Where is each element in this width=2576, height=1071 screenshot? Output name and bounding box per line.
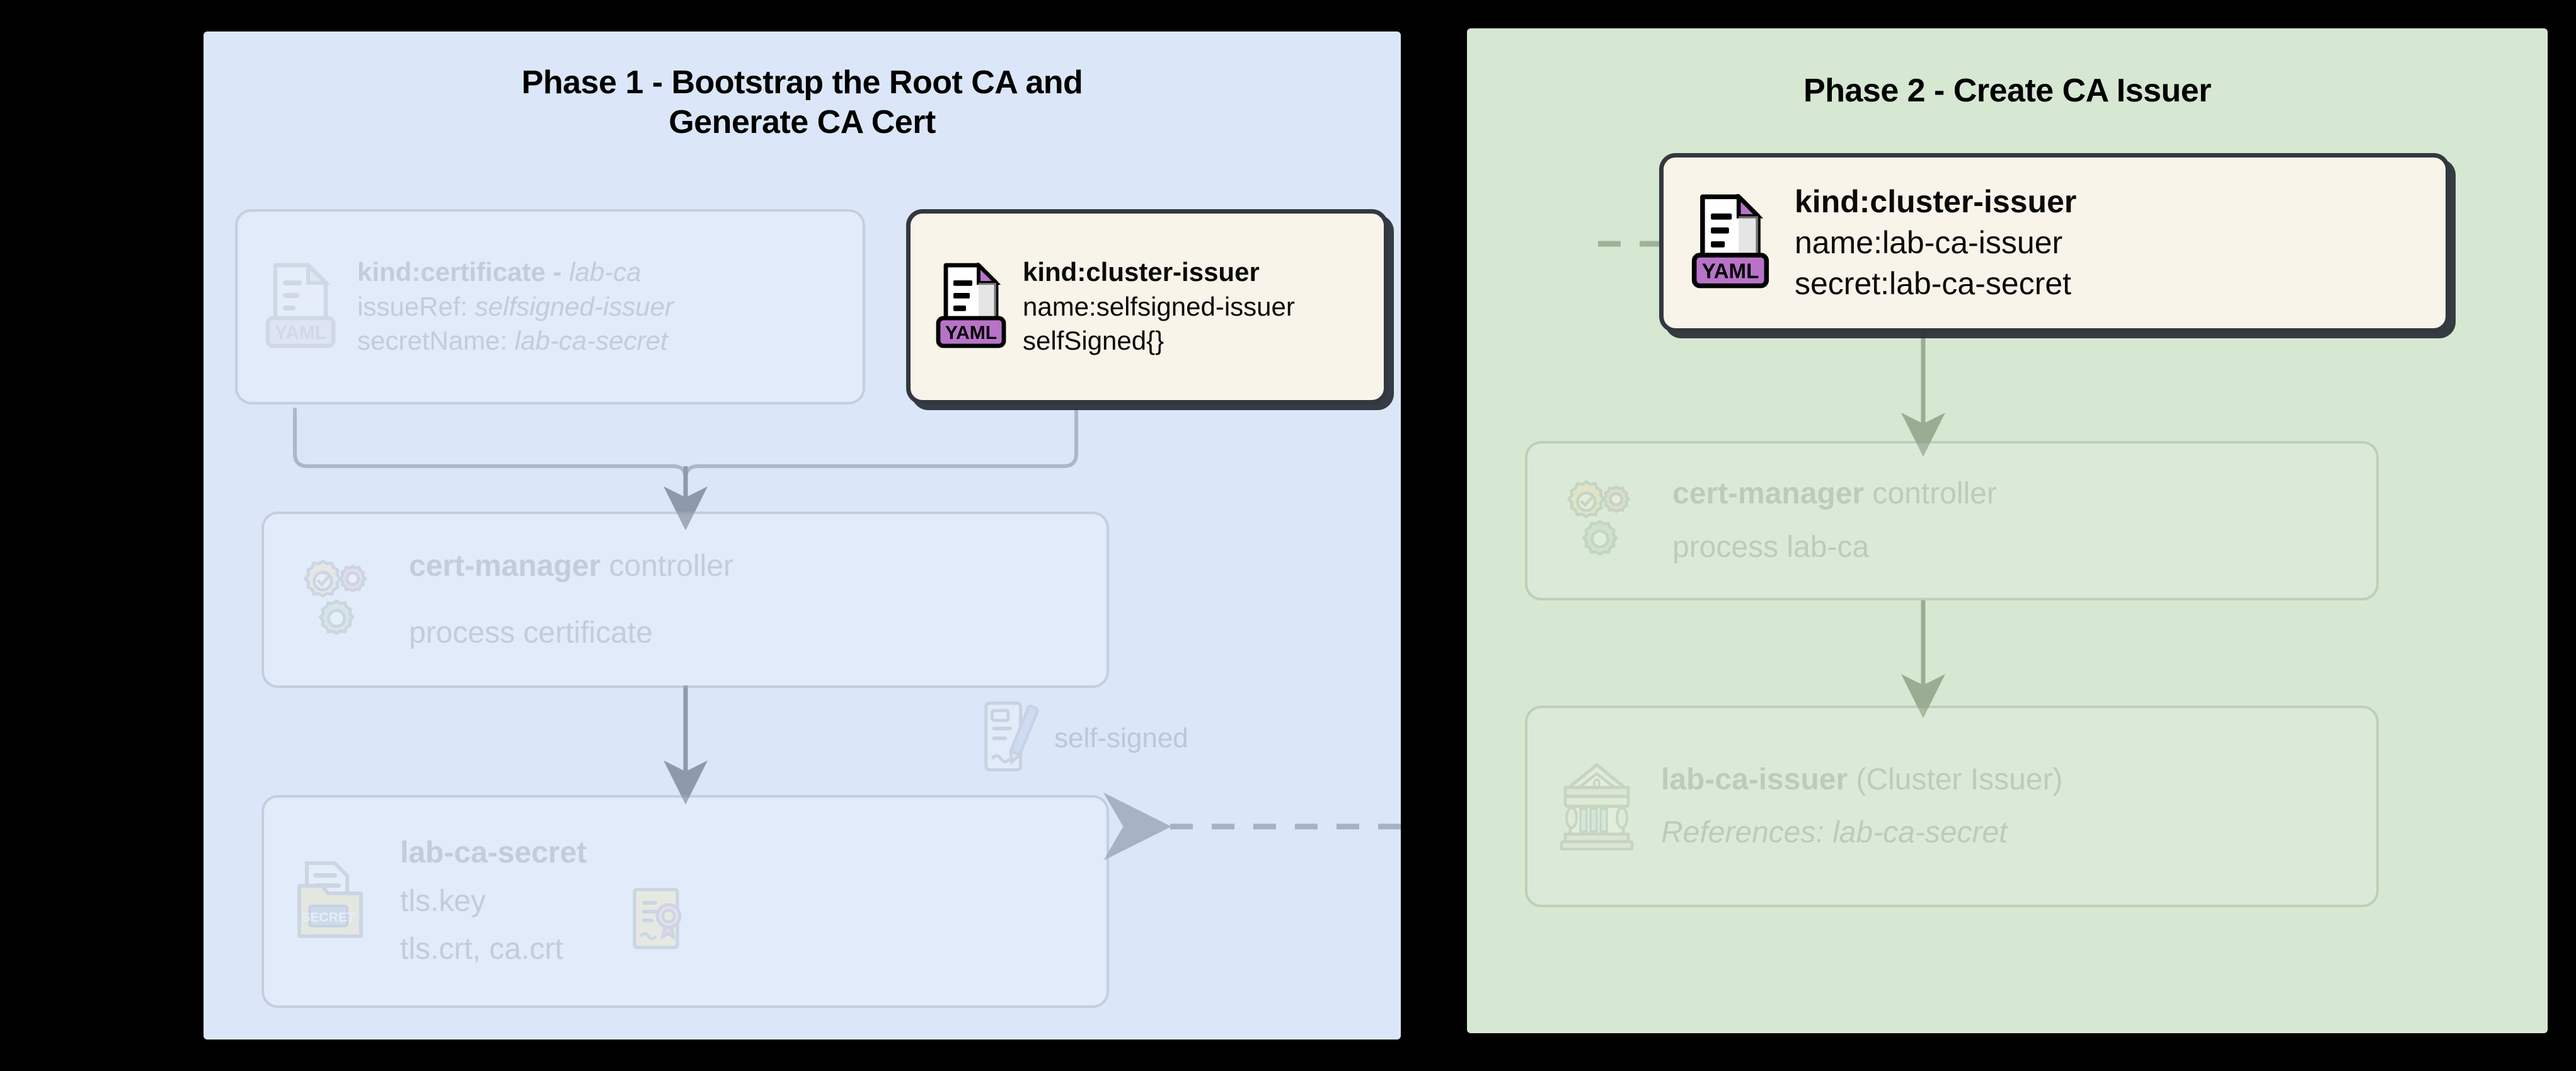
bank-pillar-icon — [1558, 760, 1636, 854]
controller-line-2: process certificate — [409, 616, 653, 650]
phase1-title-line2: Generate CA Cert — [669, 104, 936, 141]
cluster-issuer-card-text: kind:cluster-issuer name:selfsigned-issu… — [1023, 255, 1295, 358]
certificate-seal-icon — [630, 886, 690, 954]
certificate-line-2: issueRef: selfsigned-issuer — [357, 291, 674, 321]
yaml-file-icon: YAML — [265, 260, 336, 352]
cert-manager-controller-box[interactable]: cert-manager controller process certific… — [262, 512, 1109, 688]
phase2-controller-line-1: cert-manager controller — [1672, 477, 1997, 511]
phase2-controller-line-2: process lab-ca — [1672, 530, 1870, 564]
issuer-line-1: lab-ca-issuer (Cluster Issuer) — [1661, 762, 2063, 796]
self-signed-text: self-signed — [1054, 722, 1188, 753]
phase2-controller-text: cert-manager controller process lab-ca — [1672, 474, 1997, 567]
cluster-issuer-line-3: selfSigned{} — [1023, 326, 1164, 356]
controller-line-1: cert-manager controller — [409, 549, 733, 583]
cluster-issuer-line-2: name:selfsigned-issuer — [1023, 291, 1295, 321]
secret-box-text: lab-ca-secret tls.key tls.crt, ca.crt — [400, 833, 587, 969]
yaml-file-icon: YAML — [1691, 192, 1769, 292]
controller-text: cert-manager controller process certific… — [409, 547, 733, 653]
phase2-issuer-line-1: kind:cluster-issuer — [1795, 184, 2077, 219]
phase2-title: Phase 2 - Create CA Issuer — [1803, 72, 2211, 109]
certificate-line-1: kind:certificate - lab-ca — [357, 257, 641, 287]
cluster-issuer-line-1: kind:cluster-issuer — [1023, 257, 1260, 287]
phase2-cluster-issuer-card[interactable]: YAML kind:cluster-issuer name:lab-ca-iss… — [1659, 153, 2450, 333]
self-signed-label: self-signed — [979, 699, 1188, 777]
phase1-panel: Phase 1 - Bootstrap the Root CA and Gene… — [204, 32, 1401, 1040]
phase1-title-line1: Phase 1 - Bootstrap the Root CA and — [521, 64, 1083, 101]
phase2-controller-box[interactable]: cert-manager controller process lab-ca — [1525, 441, 2379, 600]
gears-icon — [294, 554, 384, 646]
secret-line-2: tls.key — [400, 884, 486, 918]
phase2-issuer-line-2: name:lab-ca-issuer — [1795, 225, 2063, 260]
lab-ca-issuer-box[interactable]: lab-ca-issuer (Cluster Issuer) Reference… — [1525, 706, 2379, 907]
yaml-file-icon: YAML — [936, 260, 1006, 352]
secret-line-3: tls.crt, ca.crt — [400, 932, 563, 966]
signed-document-icon — [979, 699, 1040, 777]
phase2-panel: Phase 2 - Create CA Issuer — [1467, 28, 2548, 1033]
cluster-issuer-card[interactable]: YAML kind:cluster-issuer name:selfsigned… — [906, 209, 1388, 404]
secret-folder-icon: SECRET — [294, 858, 375, 944]
issuer-line-2: References: lab-ca-secret — [1661, 816, 2008, 849]
certificate-line-3: secretName: lab-ca-secret — [357, 326, 668, 356]
gears-icon — [1558, 474, 1647, 567]
phase2-cluster-issuer-text: kind:cluster-issuer name:lab-ca-issuer s… — [1795, 181, 2076, 304]
phase1-title: Phase 1 - Bootstrap the Root CA and Gene… — [204, 63, 1401, 143]
certificate-card-text: kind:certificate - lab-ca issueRef: self… — [357, 255, 674, 358]
lab-ca-secret-box[interactable]: SECRET lab-ca-secret tls.key tls.crt, ca… — [262, 795, 1109, 1008]
svg-text:SECRET: SECRET — [301, 910, 355, 925]
svg-text:YAML: YAML — [275, 323, 326, 343]
phase2-issuer-line-3: secret:lab-ca-secret — [1795, 266, 2072, 301]
svg-text:YAML: YAML — [945, 323, 997, 343]
certificate-card[interactable]: YAML kind:certificate - lab-ca issueRef:… — [235, 209, 865, 404]
lab-ca-issuer-text: lab-ca-issuer (Cluster Issuer) Reference… — [1661, 760, 2063, 853]
svg-text:YAML: YAML — [1702, 260, 1759, 283]
secret-line-1: lab-ca-secret — [400, 836, 587, 870]
